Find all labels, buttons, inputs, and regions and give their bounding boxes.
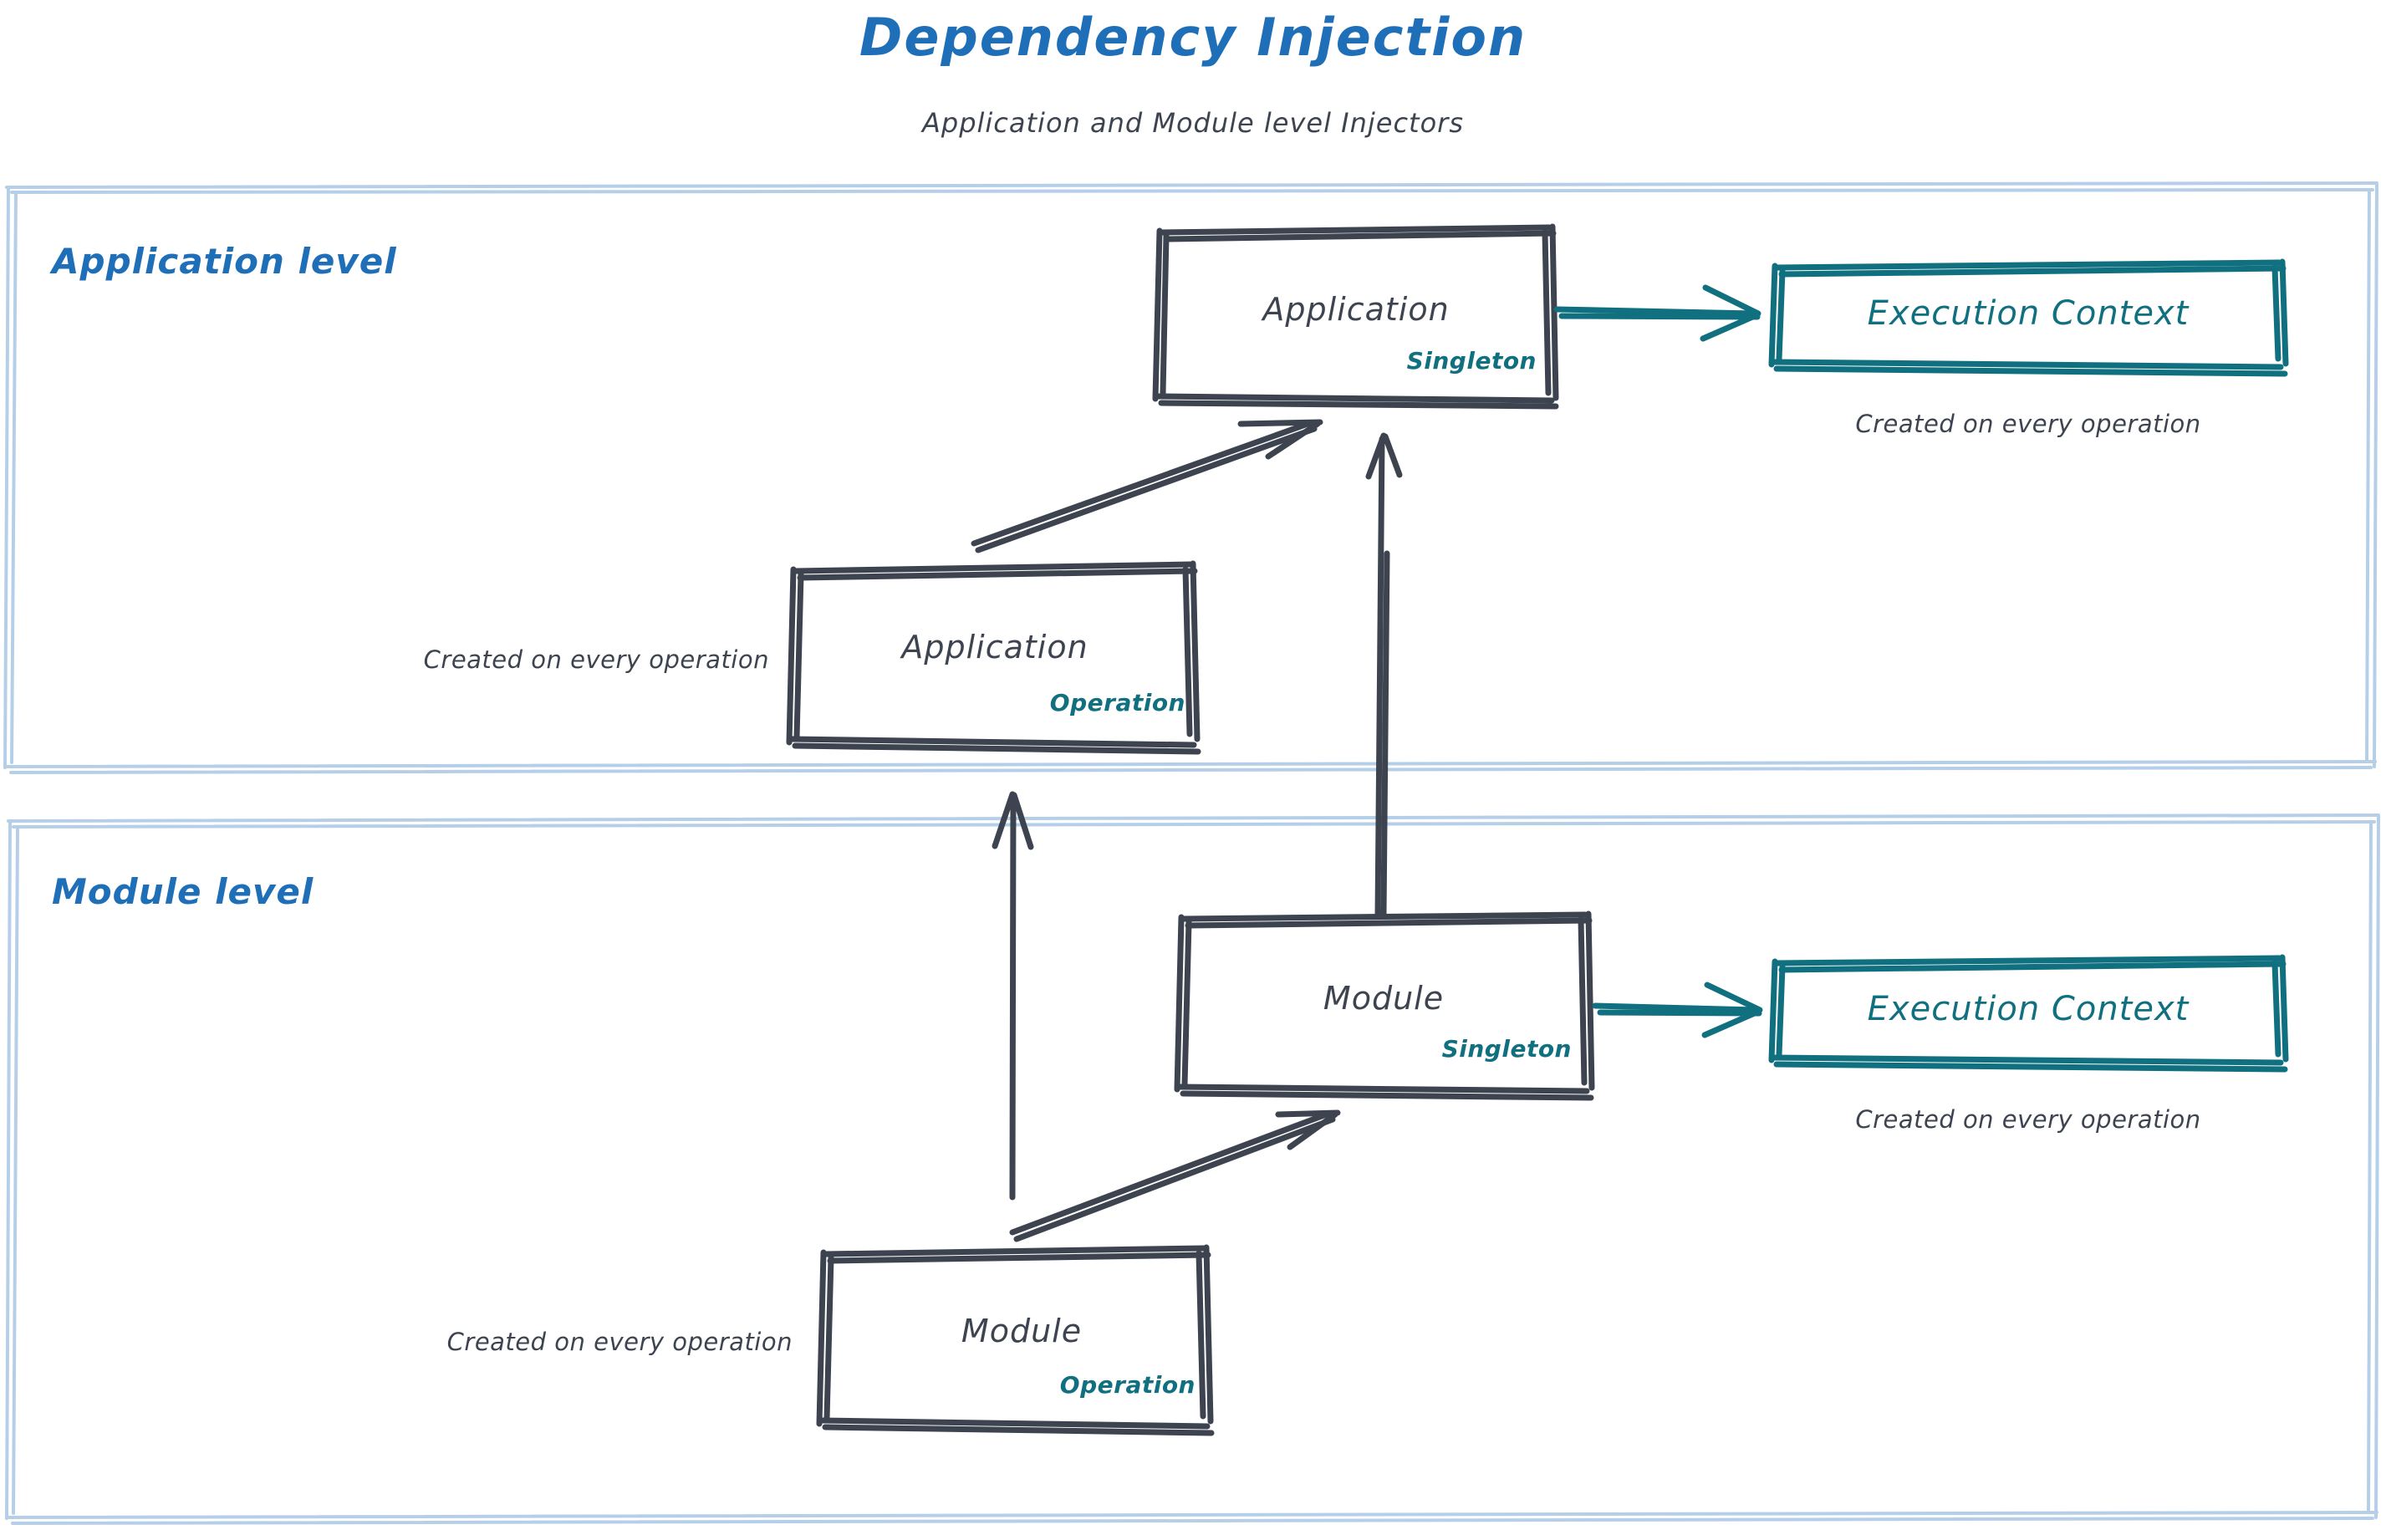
note-application-operation: Created on every operation bbox=[423, 645, 769, 674]
node-module-singleton-title: Module bbox=[1323, 980, 1445, 1017]
edge-app-singleton-to-exec-context bbox=[1553, 284, 1761, 342]
edge-module-operation-to-app-operation bbox=[992, 791, 1034, 1201]
node-application-singleton-scope: Singleton bbox=[1406, 347, 1537, 375]
node-application-operation-title: Application bbox=[901, 629, 1088, 665]
node-module-operation-title: Module bbox=[961, 1313, 1083, 1349]
node-module-singleton-scope: Singleton bbox=[1441, 1035, 1572, 1063]
node-module-operation-scope: Operation bbox=[1059, 1371, 1196, 1399]
note-execution-context-module: Created on every operation bbox=[1855, 1105, 2201, 1134]
node-execution-context-module-title: Execution Context bbox=[1867, 990, 2190, 1028]
group-module-level-border bbox=[5, 813, 2380, 1525]
note-module-operation: Created on every operation bbox=[446, 1328, 793, 1356]
node-execution-context-app-title: Execution Context bbox=[1867, 294, 2190, 333]
group-label-module-level: Module level bbox=[52, 871, 314, 912]
page-title: Dependency Injection bbox=[859, 7, 1527, 68]
node-application-singleton-title: Application bbox=[1262, 291, 1450, 328]
group-label-application-level: Application level bbox=[52, 241, 397, 282]
edge-app-operation-to-app-singleton bbox=[971, 419, 1323, 553]
page-subtitle: Application and Module level Injectors bbox=[922, 107, 1464, 139]
note-execution-context-app: Created on every operation bbox=[1855, 410, 2201, 438]
edge-module-singleton-to-app-singleton bbox=[1365, 432, 1403, 920]
edge-module-operation-to-module-singleton bbox=[1009, 1109, 1341, 1242]
node-application-operation-scope: Operation bbox=[1049, 689, 1185, 716]
edge-module-singleton-to-exec-context bbox=[1592, 982, 1763, 1038]
